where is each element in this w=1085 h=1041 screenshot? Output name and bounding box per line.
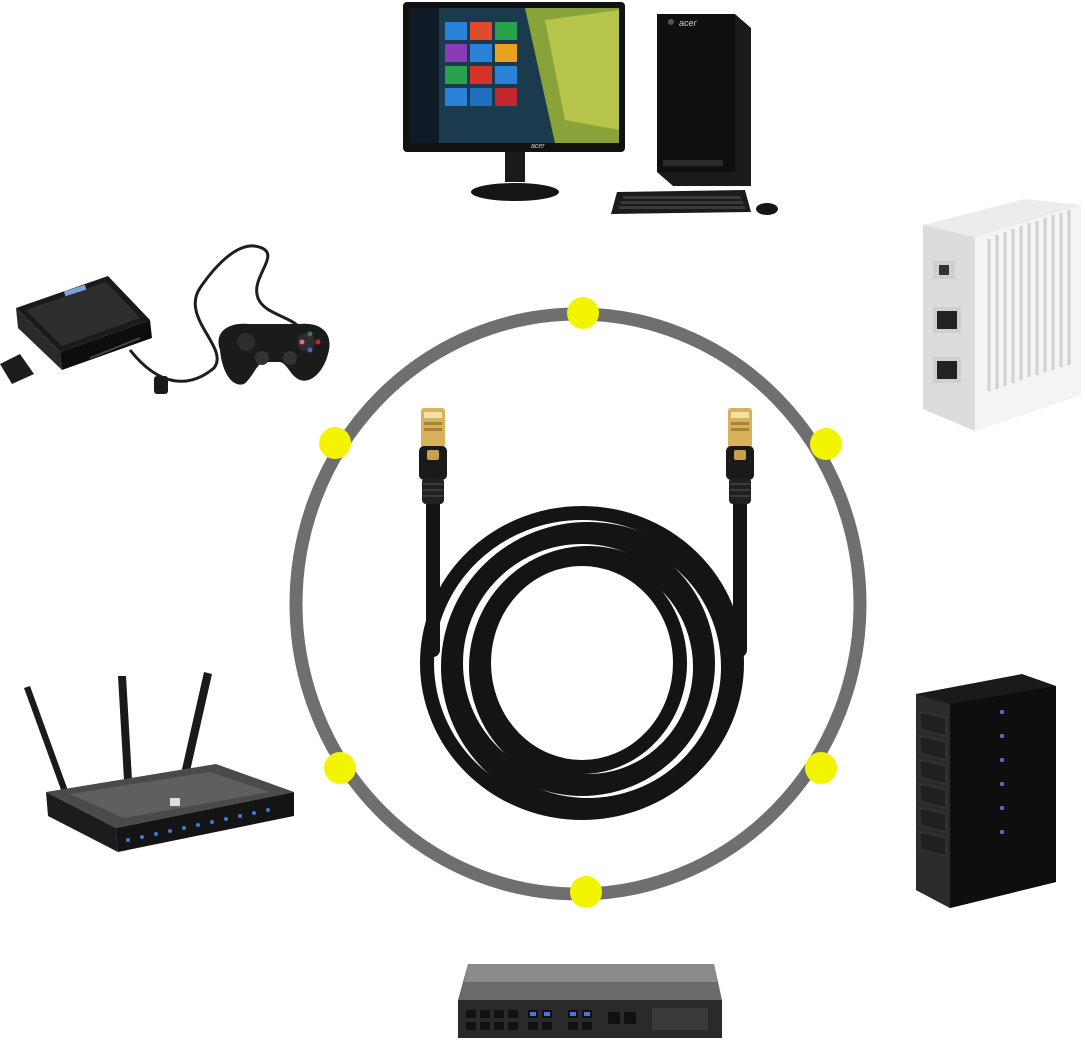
network-switch-icon (458, 964, 722, 1038)
cable-loop (441, 522, 735, 812)
ring-node-bottom (570, 876, 602, 908)
cable-loop (477, 552, 687, 774)
monitor-brand-label: acer (531, 143, 545, 150)
rj45-connector-left (419, 408, 447, 504)
game-console-icon (0, 244, 330, 394)
ring-node-upper-left (319, 427, 351, 459)
server-rack-icon (916, 674, 1056, 908)
desktop-computer-icon: acer acer (403, 2, 778, 215)
cable-loop (420, 506, 744, 820)
rj45-connector-right (726, 408, 754, 504)
modem-icon (923, 199, 1081, 431)
ring-node-top (567, 297, 599, 329)
cable-loop (449, 530, 715, 796)
ethernet-cable-icon (419, 408, 754, 820)
ring-node-upper-right (810, 428, 842, 460)
tower-brand-label: acer (679, 18, 698, 28)
ring-node-lower-right (805, 752, 837, 784)
wireless-router-icon (24, 672, 294, 852)
ring-node-lower-left (324, 752, 356, 784)
